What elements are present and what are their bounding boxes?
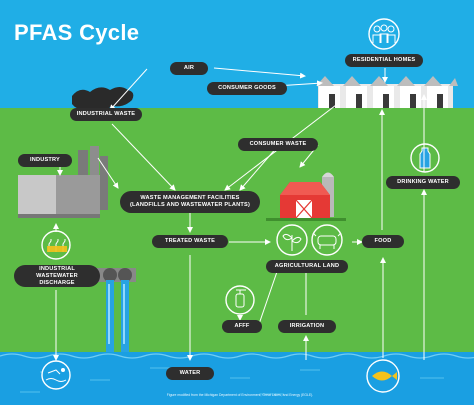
label-agricultural-land: AGRICULTURAL LAND (266, 260, 348, 273)
residential-homes-graphic (316, 76, 458, 108)
people-icon (368, 18, 400, 50)
extinguisher-icon (225, 285, 255, 315)
swimmer-icon (41, 360, 71, 390)
label-drinking-water: DRINKING WATER (386, 176, 460, 189)
label-water: WATER (166, 367, 214, 380)
label-industry: INDUSTRY (18, 154, 72, 167)
label-consumer-waste: CONSUMER WASTE (238, 138, 318, 151)
fish-icon (366, 359, 400, 393)
label-waste-management-facilities: WASTE MANAGEMENT FACILITIES (LANDFILLS A… (120, 191, 260, 213)
discharge-pipes (88, 268, 136, 352)
label-industrial-wastewater-discharge: INDUSTRIAL WASTEWATER DISCHARGE (14, 265, 100, 287)
label-residential-homes: RESIDENTIAL HOMES (345, 54, 423, 67)
water-surface (0, 353, 474, 359)
label-food: FOOD (362, 235, 404, 248)
factory-graphic (18, 87, 134, 218)
bottles-icon (41, 230, 71, 260)
label-afff: AFFF (222, 320, 262, 333)
label-consumer-goods: CONSUMER GOODS (207, 82, 287, 95)
ag-icons (276, 224, 343, 256)
label-treated-waste: TREATED WASTE (152, 235, 228, 248)
barn-graphic (266, 172, 346, 221)
footer-credit: Figure modified from the Michigan Depart… (166, 393, 314, 397)
label-irrigation: IRRIGATION (278, 320, 336, 333)
drinking-bottle-icon (410, 143, 440, 173)
flow-arrows (53, 67, 427, 361)
label-air: AIR (170, 62, 208, 75)
label-industrial-waste: INDUSTRIAL WASTE (70, 108, 142, 121)
page-title: PFAS Cycle (14, 20, 140, 45)
